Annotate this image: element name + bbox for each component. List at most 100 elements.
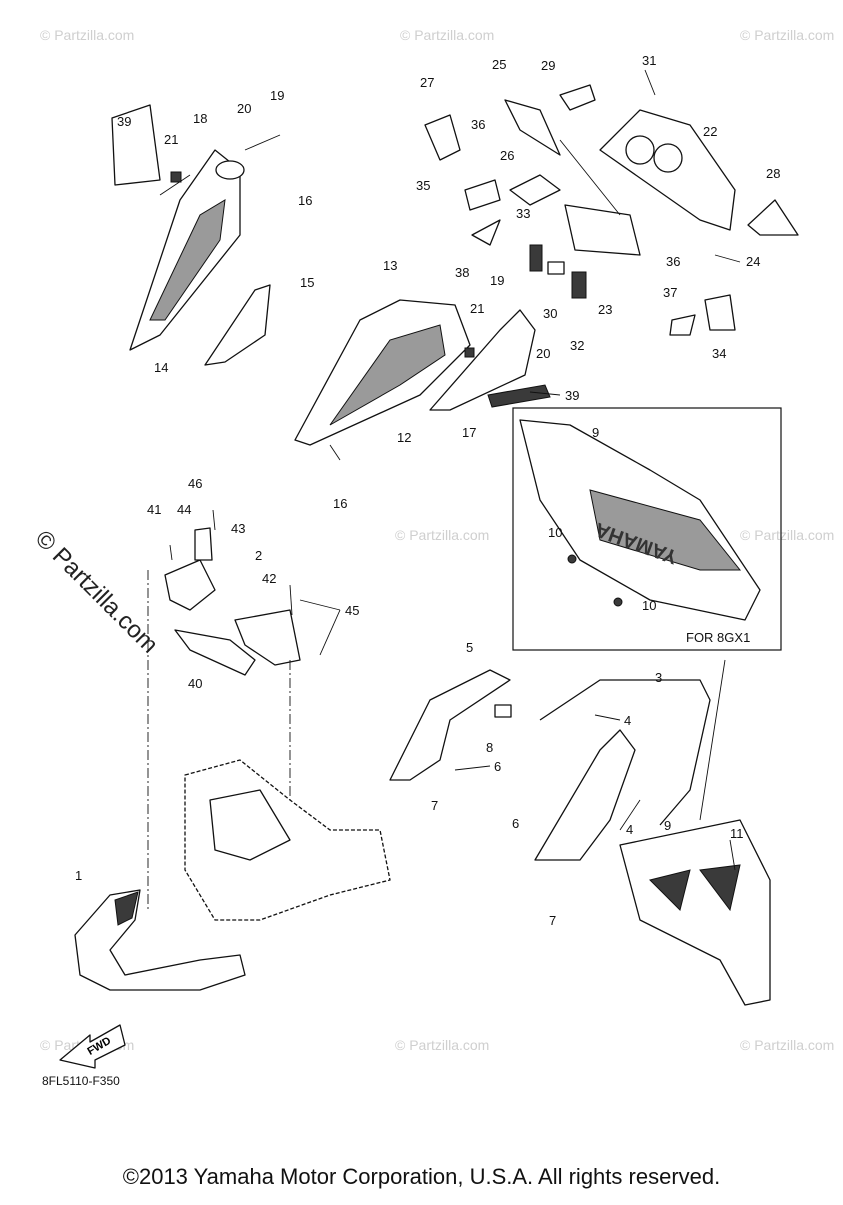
bracket-35 xyxy=(464,179,501,211)
grommet-21 xyxy=(170,171,182,183)
callout-14: 14 xyxy=(154,360,168,375)
bracket-43 xyxy=(164,559,216,611)
callout-11: 11 xyxy=(730,826,744,841)
callout-39: 39 xyxy=(117,114,131,129)
bracket-23 xyxy=(564,204,641,256)
callout-4: 4 xyxy=(624,713,631,728)
callout-7: 7 xyxy=(549,913,556,928)
leader-lines xyxy=(299,69,741,831)
watermark: © Partzilla.com xyxy=(400,27,494,43)
bracket-18 xyxy=(215,160,245,180)
callout-6: 6 xyxy=(494,759,501,774)
callout-35: 35 xyxy=(416,178,430,193)
stay-42 xyxy=(234,609,301,666)
callout-34: 34 xyxy=(712,346,726,361)
callout-20: 20 xyxy=(536,346,550,361)
callout-1: 1 xyxy=(75,868,82,883)
damper-32 xyxy=(571,271,587,299)
watermark: © Partzilla.com xyxy=(740,1037,834,1053)
washer-30 xyxy=(547,261,565,275)
callout-6: 6 xyxy=(512,816,519,831)
bracket-34 xyxy=(704,294,736,331)
callout-3: 3 xyxy=(655,670,662,685)
callout-13: 13 xyxy=(383,258,397,273)
callout-41: 41 xyxy=(147,502,161,517)
frame-section xyxy=(184,759,391,921)
cover-27 xyxy=(424,114,461,161)
callout-16: 16 xyxy=(333,496,347,511)
front-bumper xyxy=(74,889,246,991)
callout-38: 38 xyxy=(455,265,469,280)
callout-22: 22 xyxy=(703,124,717,139)
callout-42: 42 xyxy=(262,571,276,586)
decal-39 xyxy=(111,104,161,186)
callout-10: 10 xyxy=(642,598,656,613)
callout-19: 19 xyxy=(270,88,284,103)
rear-assembly xyxy=(389,659,771,1006)
watermark: © Partzilla.com xyxy=(740,527,834,543)
callout-25: 25 xyxy=(492,57,506,72)
callout-23: 23 xyxy=(598,302,612,317)
panel-17 xyxy=(429,309,536,411)
callout-45: 45 xyxy=(345,603,359,618)
bracket-28 xyxy=(747,199,799,236)
callout-31: 31 xyxy=(642,53,656,68)
callout-39: 39 xyxy=(565,388,579,403)
diagram-code: 8FL5110-F350 xyxy=(42,1074,120,1088)
callout-16: 16 xyxy=(298,193,312,208)
callout-43: 43 xyxy=(231,521,245,536)
panel-5 xyxy=(389,669,511,781)
callout-10: 10 xyxy=(548,525,562,540)
callout-9: 9 xyxy=(664,818,671,833)
callout-30: 30 xyxy=(543,306,557,321)
decal-39b xyxy=(487,384,551,408)
callout-29: 29 xyxy=(541,58,555,73)
callout-5: 5 xyxy=(466,640,473,655)
callout-20: 20 xyxy=(237,101,251,116)
callout-28: 28 xyxy=(766,166,780,181)
watermark: © Partzilla.com xyxy=(40,27,134,43)
cover-29 xyxy=(559,84,596,111)
guard-9 xyxy=(619,819,771,1006)
callout-37: 37 xyxy=(663,285,677,300)
callout-27: 27 xyxy=(420,75,434,90)
callout-17: 17 xyxy=(462,425,476,440)
callout-32: 32 xyxy=(570,338,584,353)
clip-37 xyxy=(669,314,696,336)
callout-36: 36 xyxy=(471,117,485,132)
inset-8gx1: YAMAHA xyxy=(512,407,782,651)
callout-33: 33 xyxy=(516,206,530,221)
clip-38 xyxy=(471,219,501,246)
callout-44: 44 xyxy=(177,502,191,517)
callouts: 1 2 3 4 4 5 6 6 7 7 8 9 9 10 10 11 12 13… xyxy=(75,53,780,928)
callout-46: 46 xyxy=(188,476,202,491)
callout-4: 4 xyxy=(626,822,633,837)
panel-5b xyxy=(534,729,636,861)
inset-label: FOR 8GX1 xyxy=(686,630,751,645)
callout-26: 26 xyxy=(500,148,514,163)
watermark-large: © Partzilla.com xyxy=(30,525,163,658)
callout-18: 18 xyxy=(193,111,207,126)
watermark: © Partzilla.com xyxy=(395,527,489,543)
callout-24: 24 xyxy=(746,254,760,269)
callout-21: 21 xyxy=(470,301,484,316)
callout-19: 19 xyxy=(490,273,504,288)
left-side-cowl xyxy=(111,104,281,366)
watermark: © Partzilla.com xyxy=(740,27,834,43)
pad-26 xyxy=(509,174,561,206)
clip-44 xyxy=(194,527,213,561)
callout-21: 21 xyxy=(164,132,178,147)
panel-15 xyxy=(204,284,271,366)
inset-frame xyxy=(512,407,782,651)
watermark: © Partzilla.com xyxy=(395,1037,489,1053)
callout-15: 15 xyxy=(300,275,314,290)
callout-2: 2 xyxy=(255,548,262,563)
stay-40 xyxy=(174,629,256,676)
callout-12: 12 xyxy=(397,430,411,445)
panel-25 xyxy=(504,99,561,156)
fwd-arrow-icon: FWD xyxy=(59,1024,126,1069)
dash-assembly xyxy=(424,84,799,336)
callout-36: 36 xyxy=(666,254,680,269)
center-shroud xyxy=(294,299,551,461)
